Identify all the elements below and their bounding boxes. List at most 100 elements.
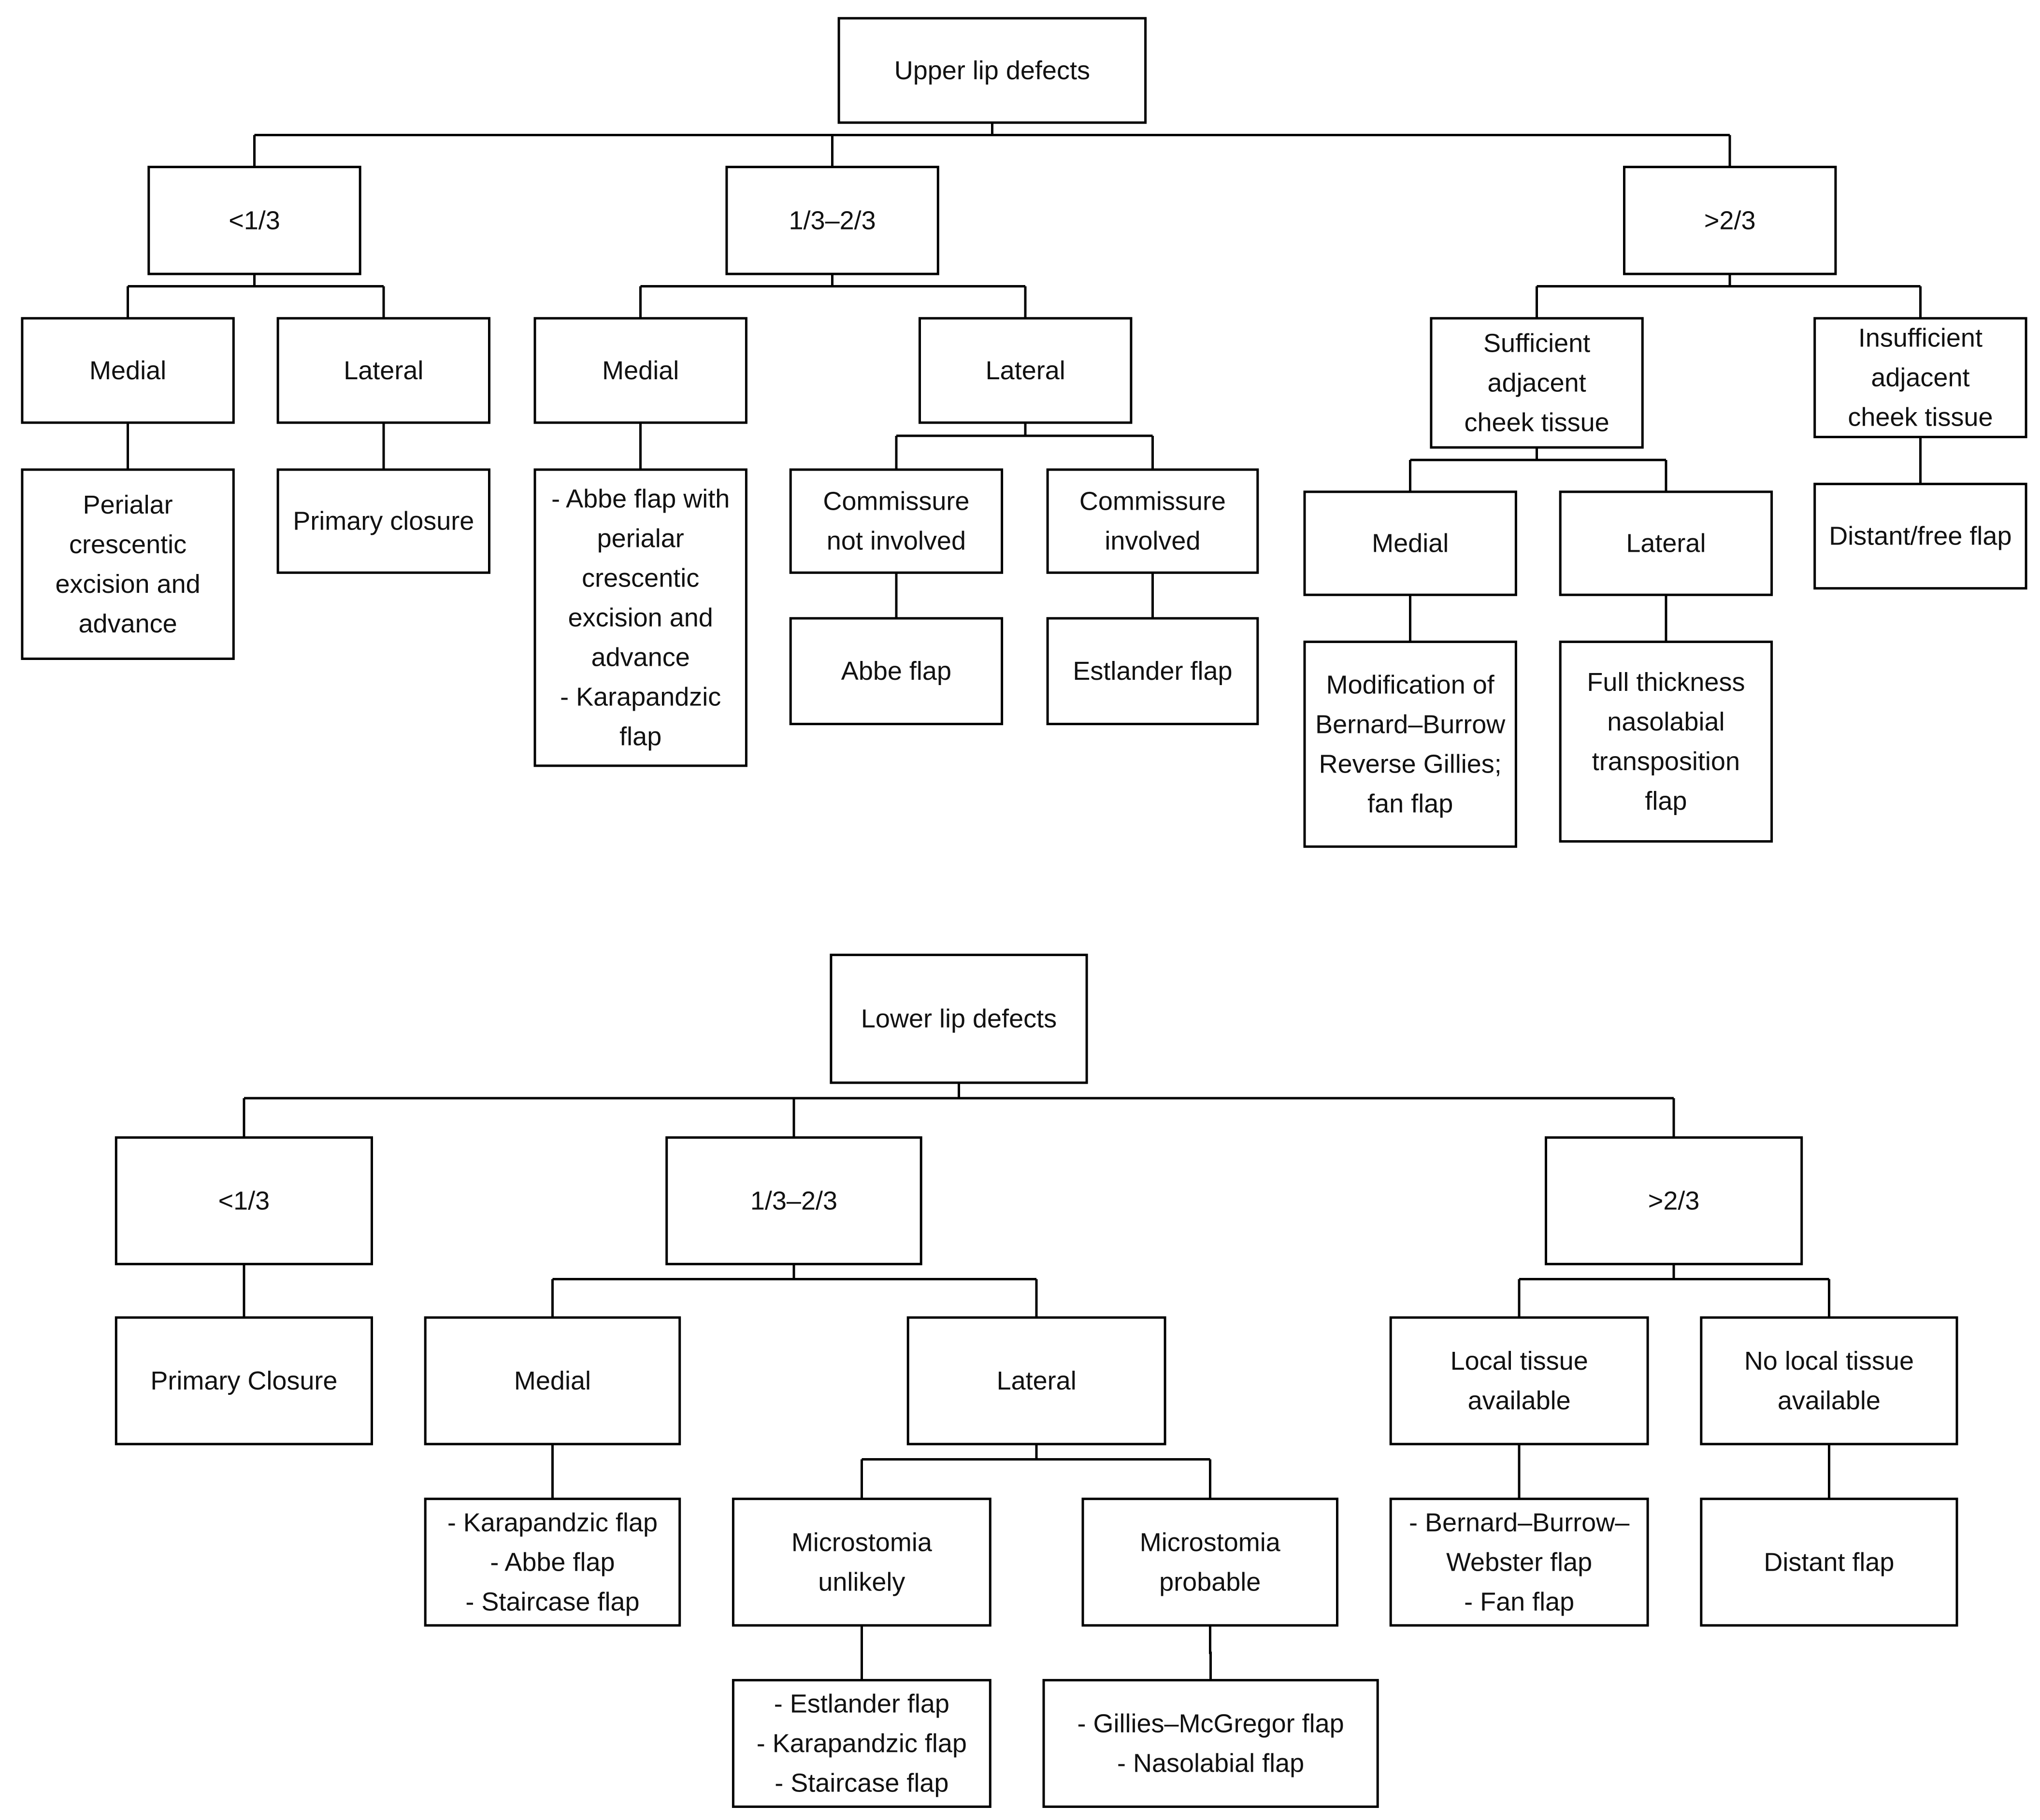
node-label-line: excision and: [55, 570, 200, 599]
node-box: [533, 317, 747, 424]
node-u-gt-lateral: Lateral: [1559, 490, 1773, 596]
node-l-probable-flaps: - Gillies–McGregor flap - Nasolabial flap: [1042, 1679, 1379, 1808]
node-label-line: adjacent: [1871, 363, 1969, 392]
node-label-line: - Karapandzic flap: [447, 1508, 658, 1537]
node-label-line: >2/3: [1648, 1186, 1700, 1215]
branch-connector: [127, 274, 385, 318]
node-l-13-23: 1/3–2/3: [665, 1136, 922, 1265]
node-label-line: cheek tissue: [1848, 403, 1993, 432]
node-label-line: Abbe flap: [841, 657, 951, 686]
node-box: [830, 953, 1088, 1084]
node-label-line: - Nasolabial flap: [1117, 1749, 1304, 1778]
node-u-abbe: Abbe flap: [789, 617, 1004, 726]
node-label-line: available: [1778, 1386, 1881, 1415]
node-box: [21, 468, 235, 660]
node-box: [919, 317, 1133, 424]
node-box: [665, 1136, 922, 1265]
node-box: [1545, 1136, 1803, 1265]
node-box: [1813, 483, 2027, 590]
node-label-line: Estlander flap: [1073, 657, 1232, 686]
node-label-line: - Staircase flap: [775, 1769, 948, 1798]
node-label-line: Local tissue: [1451, 1347, 1588, 1376]
node-label-line: not involved: [827, 527, 966, 556]
node-u-estlander: Estlander flap: [1046, 617, 1259, 726]
node-l-primary: Primary Closure: [115, 1316, 374, 1446]
node-u-gt23: >2/3: [1623, 166, 1837, 275]
node-label-line: flap: [1645, 787, 1687, 816]
node-l-local: Local tissue available: [1389, 1316, 1649, 1446]
node-label-line: Lateral: [1626, 529, 1706, 558]
node-box: [1081, 1497, 1338, 1627]
node-label-line: Distant flap: [1764, 1548, 1894, 1576]
node-label-line: - Staircase flap: [465, 1587, 639, 1616]
node-label-line: Medial: [602, 356, 679, 385]
node-box: [732, 1679, 991, 1808]
node-label-line: fan flap: [1367, 789, 1453, 818]
node-u-lt13-medial: Medial: [21, 317, 235, 424]
node-box: [1303, 640, 1517, 848]
node-label-line: available: [1468, 1386, 1571, 1415]
node-label-line: Medial: [1372, 529, 1449, 558]
node-label-line: <1/3: [218, 1186, 270, 1215]
node-box: [1046, 617, 1259, 726]
node-box: [276, 317, 490, 424]
node-label-line: Modification of: [1326, 670, 1495, 699]
node-label-line: - Karapandzic: [560, 682, 721, 711]
node-label-line: 1/3–2/3: [789, 206, 876, 235]
node-label-line: - Estlander flap: [774, 1690, 949, 1719]
node-l-distant: Distant flap: [1700, 1497, 1958, 1627]
node-box: [725, 166, 939, 275]
branch-connector: [1518, 1264, 1830, 1318]
node-label-line: - Abbe flap: [490, 1548, 615, 1576]
node-label-line: crescentic: [69, 530, 187, 559]
node-label-line: cheek tissue: [1465, 408, 1609, 437]
node-label-line: 1/3–2/3: [750, 1186, 837, 1215]
node-label-line: flap: [619, 722, 661, 751]
node-box: [1389, 1316, 1649, 1446]
node-box: [533, 468, 747, 767]
node-label-line: Full thickness: [1587, 668, 1745, 697]
node-u-mid-medial: Medial: [533, 317, 747, 424]
node-label-line: Lateral: [997, 1366, 1077, 1395]
node-l-bbw: - Bernard–Burrow–Webster flap- Fan flap: [1389, 1497, 1649, 1627]
node-u-distant-free: Distant/free flap: [1813, 483, 2027, 590]
node-l-lt13: <1/3: [115, 1136, 374, 1265]
node-box: [906, 1316, 1166, 1446]
connectors: [127, 122, 1922, 1680]
node-u-root: Upper lip defects: [837, 17, 1147, 124]
branch-connector: [895, 422, 1154, 470]
node-label-line: nasolabial: [1607, 707, 1724, 736]
node-box: [1559, 640, 1773, 843]
node-box: [1303, 490, 1517, 596]
node-label-line: Commissure: [1079, 487, 1226, 516]
node-label-line: Primary Closure: [150, 1366, 337, 1395]
node-box: [21, 317, 235, 424]
branch-connector: [1409, 447, 1667, 492]
node-label-line: <1/3: [229, 206, 280, 235]
node-box: [1430, 317, 1644, 449]
node-box: [1700, 1316, 1958, 1446]
node-u-gt-medial: Medial: [1303, 490, 1517, 596]
node-box: [424, 1497, 681, 1627]
node-box: [1559, 490, 1773, 596]
node-u-lt13-lateral: Lateral: [276, 317, 490, 424]
node-l-medial-flaps: - Karapandzic flap - Abbe flap - Staircase…: [424, 1497, 681, 1627]
node-label-line: crescentic: [582, 563, 699, 592]
node-l-medial: Medial: [424, 1316, 681, 1446]
branch-connector: [551, 1264, 1038, 1318]
node-label-line: Webster flap: [1446, 1548, 1592, 1576]
node-box: [1813, 317, 2027, 438]
node-box: [115, 1316, 374, 1446]
node-label-line: - Gillies–McGregor flap: [1077, 1709, 1344, 1738]
node-l-lateral: Lateral: [906, 1316, 1166, 1446]
branch-connector: [860, 1444, 1211, 1499]
node-label-line: - Karapandzic flap: [757, 1729, 967, 1758]
node-l-root: Lower lip defects: [830, 953, 1088, 1084]
node-label-line: Perialar: [83, 490, 173, 519]
node-label-line: adjacent: [1488, 368, 1586, 397]
node-box: [789, 468, 1004, 574]
